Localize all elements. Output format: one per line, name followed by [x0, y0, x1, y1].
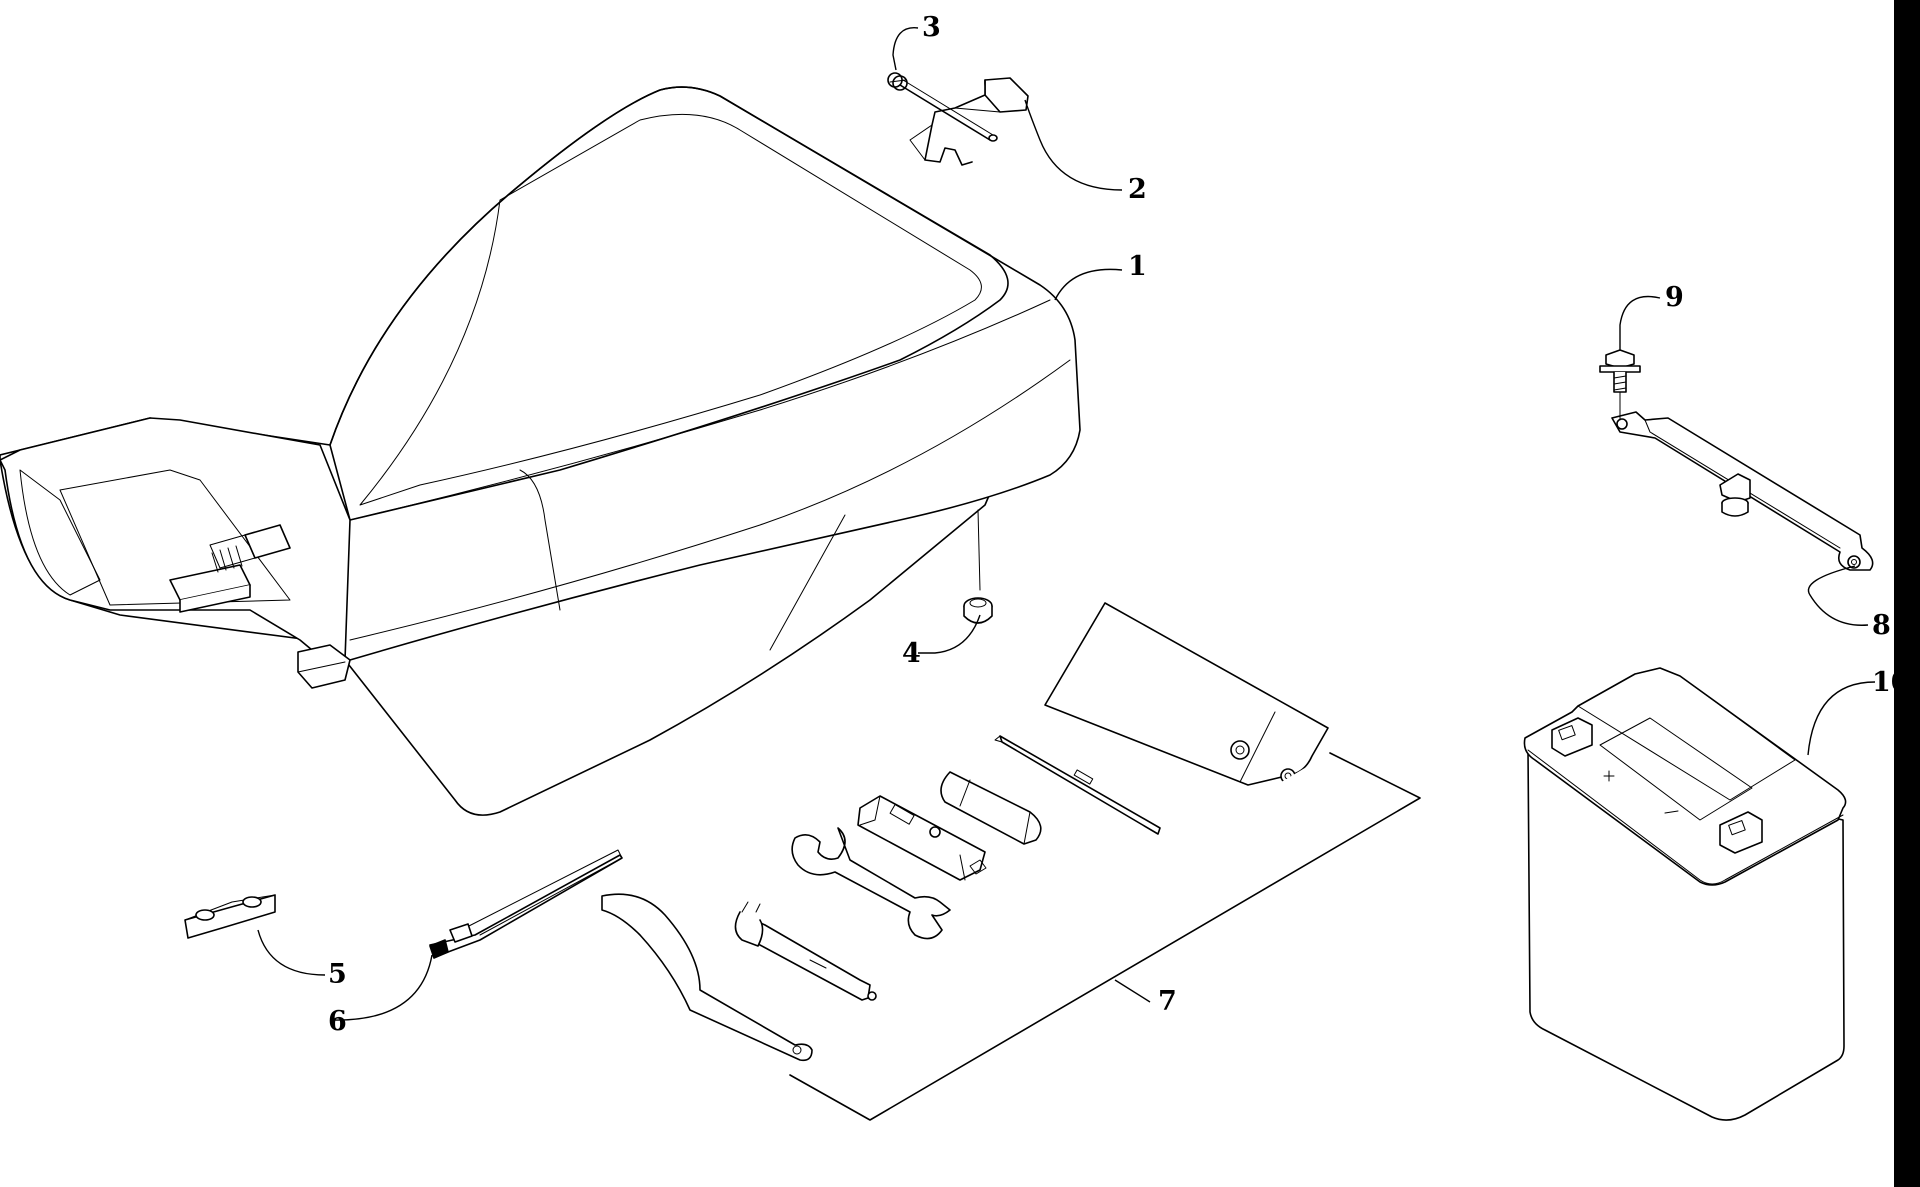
bolt-part [1599, 349, 1641, 421]
clip-part [887, 72, 908, 91]
callout-7: 7 [1158, 986, 1177, 1017]
latch-bracket-part [909, 77, 1029, 166]
mounting-block-part [184, 894, 276, 939]
callout-4: 4 [902, 638, 921, 669]
callout-6: 6 [328, 1006, 347, 1037]
callout-2: 2 [1128, 174, 1147, 205]
leader-lines [257, 27, 1876, 1021]
callout-9: 9 [1665, 282, 1684, 313]
seat-part [0, 86, 1081, 816]
cable-tie-part [429, 849, 623, 959]
callout-5: 5 [328, 959, 347, 990]
tool-kit-part [601, 602, 1421, 1121]
callout-8: 8 [1872, 610, 1891, 641]
pin-part [899, 79, 998, 142]
hold-down-strap-part [1611, 411, 1874, 571]
battery-part [1523, 667, 1847, 1121]
callout-1: 1 [1128, 251, 1147, 282]
callout-3: 3 [922, 12, 941, 43]
grommet-part [963, 509, 993, 624]
right-edge-border [1894, 0, 1920, 1187]
